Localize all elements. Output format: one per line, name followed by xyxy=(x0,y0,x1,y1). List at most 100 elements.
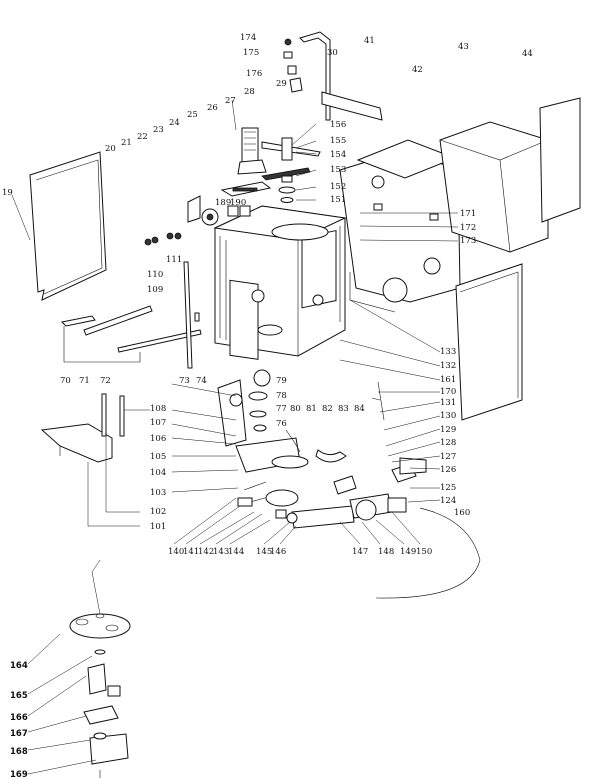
label-140: 140 xyxy=(168,547,184,557)
label-155: 155 xyxy=(330,136,346,146)
label-20: 20 xyxy=(105,144,116,154)
label-28: 28 xyxy=(244,87,255,97)
label-79: 79 xyxy=(276,376,287,386)
label-101: 101 xyxy=(150,522,166,532)
side-panel-right-top xyxy=(539,97,581,223)
label-130: 130 xyxy=(440,411,456,421)
label-167: 167 xyxy=(10,729,28,739)
label-103: 103 xyxy=(150,488,166,498)
label-76: 76 xyxy=(276,419,287,429)
sump-assembly xyxy=(217,369,407,529)
brackets-189-190 xyxy=(227,205,251,217)
label-144: 144 xyxy=(228,547,244,557)
control-panel-101 xyxy=(40,423,113,463)
label-44: 44 xyxy=(522,49,533,59)
label-175: 175 xyxy=(243,48,259,58)
label-164: 164 xyxy=(10,661,28,671)
label-24: 24 xyxy=(169,118,180,128)
label-77: 77 xyxy=(276,404,287,414)
side-panel-left xyxy=(29,151,107,301)
label-29: 29 xyxy=(276,79,287,89)
label-102: 102 xyxy=(150,507,166,517)
label-27: 27 xyxy=(225,96,236,106)
label-127: 127 xyxy=(440,452,456,462)
label-148: 148 xyxy=(378,547,394,557)
label-165: 165 xyxy=(10,691,28,701)
upper-pipe xyxy=(283,31,383,121)
label-149: 149 xyxy=(400,547,416,557)
door-strip xyxy=(183,261,193,369)
label-73: 73 xyxy=(179,376,190,386)
label-161: 161 xyxy=(440,375,456,385)
label-168: 168 xyxy=(10,747,28,757)
label-110: 110 xyxy=(147,270,163,280)
brackets-102-108 xyxy=(101,393,125,437)
part-labels: 174 175 176 29 30 41 42 43 44 28 27 26 2… xyxy=(2,33,533,779)
label-146: 146 xyxy=(270,547,286,557)
label-131: 131 xyxy=(440,398,456,408)
label-133: 133 xyxy=(440,347,456,357)
hoses xyxy=(285,381,481,599)
label-25: 25 xyxy=(187,110,198,120)
label-19: 19 xyxy=(2,188,13,198)
label-173: 173 xyxy=(460,236,476,246)
label-154: 154 xyxy=(330,150,346,160)
motor-stack xyxy=(83,649,129,778)
label-141: 141 xyxy=(183,547,199,557)
spray-arm-assembly xyxy=(237,127,321,203)
label-128: 128 xyxy=(440,438,456,448)
side-panel-right xyxy=(455,263,523,421)
label-106: 106 xyxy=(150,434,166,444)
label-145: 145 xyxy=(256,547,272,557)
label-84: 84 xyxy=(354,404,365,414)
label-160: 160 xyxy=(454,508,470,518)
label-43: 43 xyxy=(458,42,469,52)
label-129: 129 xyxy=(440,425,456,435)
label-42: 42 xyxy=(412,65,423,75)
label-152: 152 xyxy=(330,182,346,192)
label-147: 147 xyxy=(352,547,368,557)
label-108: 108 xyxy=(150,404,166,414)
label-83: 83 xyxy=(338,404,349,414)
label-176: 176 xyxy=(246,69,262,79)
label-81: 81 xyxy=(306,404,317,414)
label-22: 22 xyxy=(137,132,148,142)
label-105: 105 xyxy=(150,452,166,462)
label-174: 174 xyxy=(240,33,256,43)
insulation-blanket xyxy=(339,139,461,313)
label-172: 172 xyxy=(460,223,476,233)
label-126: 126 xyxy=(440,465,456,475)
label-153: 153 xyxy=(330,165,346,175)
leader-lines xyxy=(11,99,459,775)
label-72: 72 xyxy=(100,376,111,386)
label-171: 171 xyxy=(460,209,476,219)
label-109: 109 xyxy=(147,285,163,295)
label-82: 82 xyxy=(322,404,333,414)
label-26: 26 xyxy=(207,103,218,113)
label-70: 70 xyxy=(60,376,71,386)
label-150: 150 xyxy=(416,547,432,557)
label-78: 78 xyxy=(276,391,287,401)
label-124: 124 xyxy=(440,496,456,506)
label-107: 107 xyxy=(150,418,166,428)
label-23: 23 xyxy=(153,125,164,135)
label-80: 80 xyxy=(290,404,301,414)
label-170: 170 xyxy=(440,387,456,397)
label-41: 41 xyxy=(364,36,375,46)
label-30: 30 xyxy=(327,48,338,58)
lower-spray-arm xyxy=(69,613,131,639)
label-151: 151 xyxy=(330,195,346,205)
label-125: 125 xyxy=(440,483,456,493)
label-71: 71 xyxy=(79,376,90,386)
label-142: 142 xyxy=(198,547,214,557)
label-21: 21 xyxy=(121,138,132,148)
tub-body xyxy=(213,205,347,360)
label-156: 156 xyxy=(330,120,346,130)
label-143: 143 xyxy=(213,547,229,557)
label-104: 104 xyxy=(150,468,166,478)
rails-group xyxy=(60,305,202,363)
label-169: 169 xyxy=(10,770,28,779)
label-189: 189 xyxy=(215,198,231,208)
label-111: 111 xyxy=(166,255,182,265)
